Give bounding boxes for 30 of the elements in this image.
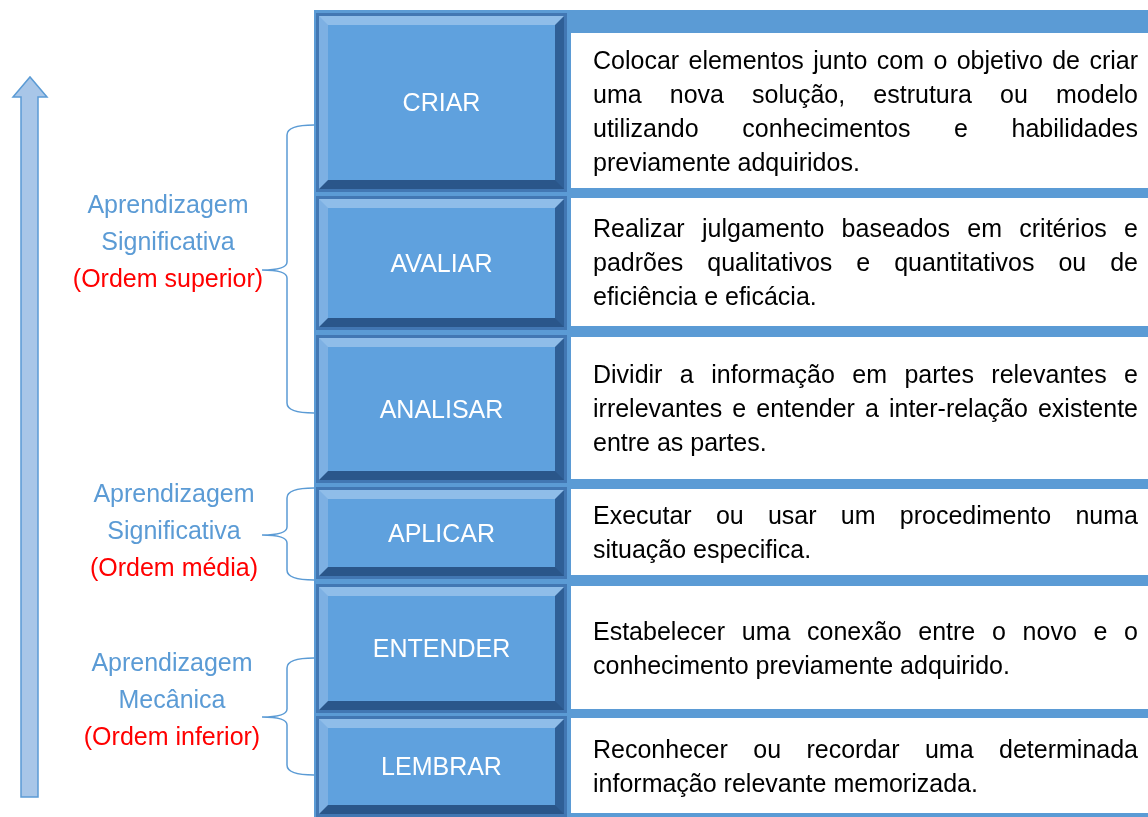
level-label: ANALISAR: [379, 394, 504, 424]
description-text: Colocar elementos junto com o objetivo de criar uma nova solução, estrutura ou modelo utilizando conhecimentos e habilidades previamente adquiridos.: [593, 44, 1138, 178]
description-box: [571, 337, 1148, 479]
level-box: [319, 719, 564, 814]
level-label: AVALIAR: [390, 248, 493, 278]
level-label: APLICAR: [388, 518, 495, 548]
description-text: Realizar julgamento baseados em critérios e padrões qualitativos e quantitativos ou de eficiência e eficácia.: [593, 213, 1138, 312]
order-label: (Ordem superior): [71, 263, 265, 294]
level-box: [319, 16, 564, 189]
learning-type-label: Aprendizagem Significativa: [92, 478, 256, 546]
learning-type-label: Aprendizagem Mecânica: [90, 647, 254, 715]
description-box: [571, 586, 1148, 709]
description-text: Dividir a informação em partes relevantes e irrelevantes e entender a inter-relação existente entre as partes.: [593, 359, 1138, 458]
level-box: [319, 199, 564, 327]
order-label: (Ordem inferior): [82, 721, 262, 752]
description-text: Reconhecer ou recordar uma determinada informação relevante memorizada.: [593, 733, 1138, 799]
level-box: [319, 587, 564, 710]
level-box: [319, 490, 564, 576]
description-text: Estabelecer uma conexão entre o novo e o conhecimento previamente adquirido.: [593, 615, 1138, 681]
description-box: [571, 718, 1148, 813]
description-box: [571, 33, 1148, 188]
level-label: LEMBRAR: [381, 752, 502, 781]
level-box: [319, 338, 564, 480]
description-box: [571, 198, 1148, 326]
description-text: Executar ou usar um procedimento numa situação especifica.: [593, 500, 1138, 565]
order-label: (Ordem média): [88, 552, 260, 583]
description-box: [571, 489, 1148, 575]
learning-type-label: Aprendizagem Significativa: [86, 189, 250, 257]
level-label: CRIAR: [402, 88, 481, 117]
level-label: ENTENDER: [372, 634, 511, 663]
